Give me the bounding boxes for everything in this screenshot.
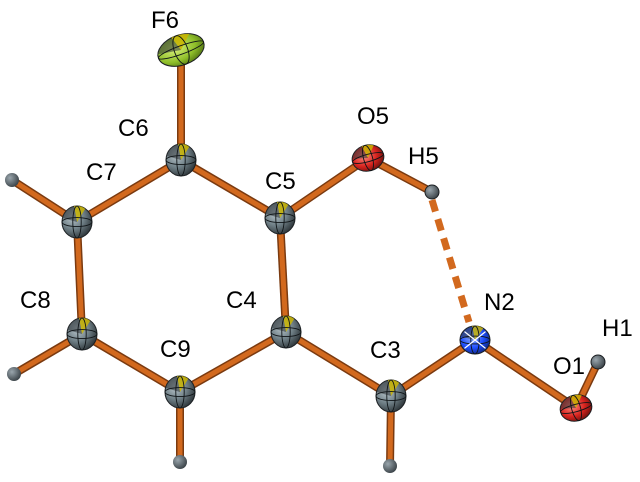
bond-c5-o5 <box>277 155 371 221</box>
atom-c5 <box>264 201 296 235</box>
atom-label-h1: H1 <box>602 315 633 342</box>
atom-label-o5: O5 <box>357 103 389 130</box>
bond-c9-c4 <box>177 329 289 395</box>
atom-label-c8: C8 <box>20 287 51 314</box>
hbonds-layer <box>428 198 473 324</box>
atom-h5 <box>424 184 440 200</box>
hbond-h5-n2 <box>428 198 473 324</box>
atom-c3 <box>375 379 407 413</box>
bond-c6-c7 <box>74 157 184 225</box>
atom-label-c9: C9 <box>160 336 191 363</box>
bond-c8-c9 <box>79 331 183 395</box>
atom-label-f6: F6 <box>151 7 179 34</box>
atoms-layer <box>5 33 606 473</box>
atom-c9 <box>164 375 196 409</box>
bond-c3-n2 <box>388 337 478 399</box>
atom-label-n2: N2 <box>484 289 515 316</box>
bonds-layer <box>8 46 602 470</box>
atom-h9 <box>173 455 187 469</box>
bond-c4-c3 <box>283 329 394 399</box>
atom-label-o1: O1 <box>553 353 585 380</box>
bond-c6-c5 <box>178 157 283 221</box>
atom-label-c7: C7 <box>86 159 117 186</box>
atom-label-c6: C6 <box>118 115 149 142</box>
bond-c5-c4 <box>277 215 289 335</box>
atom-n2 <box>459 325 491 355</box>
atom-o1 <box>559 394 593 422</box>
atom-h1 <box>590 354 606 370</box>
atom-h7 <box>5 173 19 187</box>
atom-c8 <box>66 317 98 351</box>
bond-n2-o1 <box>472 337 579 411</box>
atom-h3 <box>383 459 397 473</box>
atom-c6 <box>165 143 197 177</box>
atom-c7 <box>61 205 93 239</box>
atom-label-h5: H5 <box>408 143 439 170</box>
bond-c7-c8 <box>74 219 85 337</box>
atom-label-c4: C4 <box>226 287 257 314</box>
atom-label-c3: C3 <box>370 337 401 364</box>
atom-f6 <box>157 33 205 67</box>
atom-h8 <box>7 367 21 381</box>
atom-o5 <box>351 144 385 172</box>
atom-label-c5: C5 <box>265 168 296 195</box>
atom-c4 <box>270 315 302 349</box>
